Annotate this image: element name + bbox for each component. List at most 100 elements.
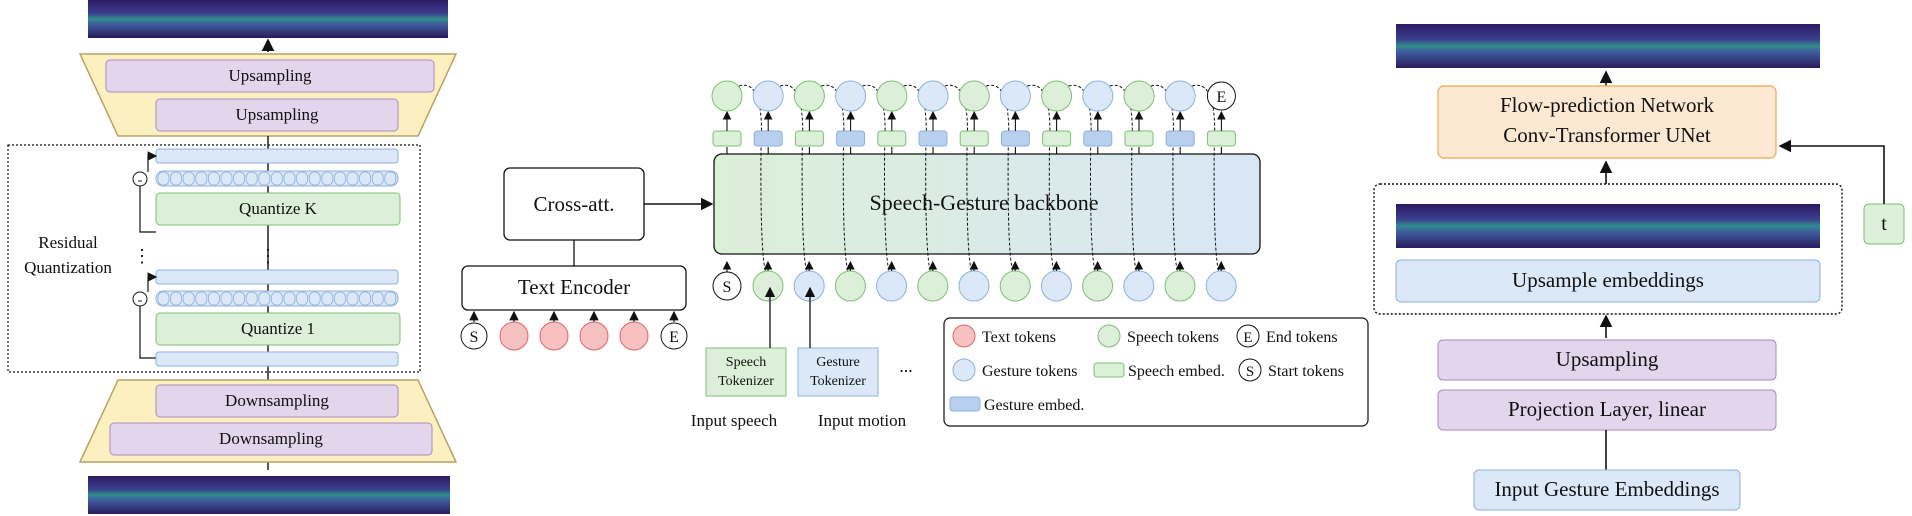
autoregressive-loop bbox=[862, 84, 893, 277]
speech-embed bbox=[712, 130, 742, 147]
gesture-token bbox=[1164, 80, 1196, 112]
gesture-token bbox=[1040, 270, 1072, 302]
speech-embed bbox=[877, 130, 907, 147]
upsampling-top-label: Upsampling bbox=[228, 66, 312, 85]
speech-tokenizer-box bbox=[705, 347, 787, 397]
codebook-cell bbox=[371, 291, 384, 306]
tokenizer-ellipsis: ... bbox=[899, 356, 913, 376]
flow-network-box bbox=[1437, 85, 1777, 159]
gesture-token bbox=[793, 270, 825, 302]
codebook-cell bbox=[321, 291, 334, 306]
svg-text:-: - bbox=[138, 173, 143, 188]
codebook-cell bbox=[270, 291, 283, 306]
output-token-row: E bbox=[711, 80, 1236, 277]
autoregressive-loop bbox=[1192, 84, 1223, 277]
gesture-embed bbox=[1165, 130, 1195, 147]
flow-upsampling-box bbox=[1437, 339, 1777, 381]
autoregressive-loop bbox=[986, 84, 1017, 277]
codebook-cell bbox=[270, 171, 283, 186]
codebook-cell bbox=[195, 291, 208, 306]
spectrogram-output bbox=[88, 0, 448, 38]
text-token bbox=[579, 321, 609, 351]
upsampling-block-top bbox=[105, 59, 435, 93]
input-speech-label: Input speech bbox=[691, 411, 778, 430]
residual-quantization-box bbox=[7, 144, 421, 373]
legend-box bbox=[943, 317, 1369, 427]
codebook-cell bbox=[346, 291, 359, 306]
gesture-token bbox=[999, 80, 1031, 112]
autoregressive-loop bbox=[738, 84, 770, 277]
codebook-cell bbox=[157, 291, 170, 306]
codebook-cell bbox=[283, 291, 296, 306]
upsampling-bottom-label: Upsampling bbox=[235, 105, 319, 124]
svg-text:S: S bbox=[1246, 364, 1254, 380]
autoregressive-loop bbox=[1068, 84, 1099, 277]
gesture-token bbox=[958, 270, 990, 302]
end-token-label: E bbox=[669, 329, 679, 346]
codebook-k-cells bbox=[157, 171, 397, 186]
speech-tokenizer-label-1: Speech bbox=[726, 355, 766, 370]
gesture-token bbox=[1123, 270, 1155, 302]
codebook-cell bbox=[207, 171, 220, 186]
codebook-cell bbox=[384, 171, 397, 186]
quantize-k-block bbox=[155, 192, 401, 226]
codebook-cell bbox=[182, 171, 195, 186]
gesture-embed bbox=[753, 130, 783, 147]
projection-box bbox=[1437, 389, 1777, 431]
autoregressive-loop bbox=[1150, 84, 1182, 277]
legend-speech-tokens: Speech tokens bbox=[1127, 329, 1219, 346]
codebook-cell bbox=[258, 291, 271, 306]
quantize-k-label: Quantize K bbox=[239, 199, 318, 218]
legend-gesture-token-icon bbox=[952, 358, 976, 382]
cross-att-label: Cross-att. bbox=[533, 192, 614, 216]
legend-speech-token-icon bbox=[1097, 324, 1121, 348]
codebook-cell bbox=[170, 171, 183, 186]
backbone-box bbox=[713, 153, 1261, 255]
flow-panel: Flow-prediction Network Conv-Transformer… bbox=[1373, 24, 1905, 511]
gesture-token bbox=[835, 80, 867, 112]
start-token bbox=[460, 322, 488, 350]
upsample-embeddings-label: Upsample embeddings bbox=[1512, 268, 1704, 292]
spectrogram-noisy bbox=[1396, 204, 1820, 248]
legend-speech-embed: Speech embed. bbox=[1128, 363, 1225, 380]
start-token-label: S bbox=[470, 329, 479, 346]
codebook-cell bbox=[296, 171, 309, 186]
codebook-cell bbox=[296, 291, 309, 306]
codebook-cell bbox=[321, 171, 334, 186]
start-token-label: S bbox=[723, 279, 732, 296]
codebook-cell bbox=[346, 171, 359, 186]
speech-token bbox=[1082, 270, 1114, 302]
residual-label: Residual bbox=[38, 233, 98, 252]
speech-embed bbox=[959, 130, 989, 147]
text-encoder-box bbox=[461, 265, 687, 311]
gesture-tokenizer-label-1: Gesture bbox=[816, 355, 860, 370]
input-embeddings-box bbox=[1473, 469, 1741, 511]
speech-embed bbox=[1124, 130, 1154, 147]
downsampling-bottom-label: Downsampling bbox=[219, 429, 323, 448]
speech-token bbox=[793, 80, 825, 112]
speech-token bbox=[1041, 80, 1073, 112]
spectrogram-input bbox=[88, 476, 450, 514]
legend-end-token-icon bbox=[1236, 324, 1260, 348]
codebook-cell bbox=[157, 171, 170, 186]
autoregressive-loop bbox=[1027, 84, 1058, 277]
speech-token bbox=[834, 270, 866, 302]
flow-network-line2: Conv-Transformer UNet bbox=[1503, 123, 1711, 147]
codebook-cell bbox=[283, 171, 296, 186]
codebook-cell bbox=[220, 171, 233, 186]
flow-upsampling-label: Upsampling bbox=[1556, 347, 1659, 371]
codebook-cell bbox=[245, 291, 258, 306]
codebook-cell bbox=[333, 291, 346, 306]
ellipsis-center: ⋮ bbox=[259, 246, 277, 266]
codebook-cell bbox=[384, 291, 397, 306]
codebook-1-cells bbox=[157, 291, 397, 306]
gesture-token bbox=[1205, 270, 1237, 302]
gesture-embed bbox=[1083, 130, 1113, 147]
quantize-1-label: Quantize 1 bbox=[241, 319, 315, 338]
flow-network-line1: Flow-prediction Network bbox=[1500, 93, 1715, 117]
speech-token bbox=[1164, 270, 1196, 302]
autoregressive-loop bbox=[944, 84, 976, 277]
legend-start-token-icon bbox=[1238, 358, 1262, 382]
